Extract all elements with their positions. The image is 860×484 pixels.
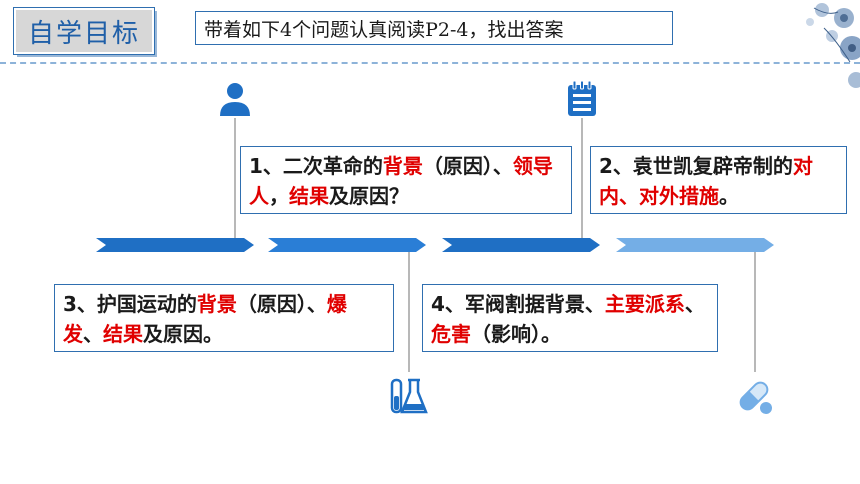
question-text: 、 [684,292,705,316]
question-text: （原因）、 [422,154,513,178]
question-text: 2、袁世凯复辟帝制的 [599,154,793,178]
highlighted-keyword: 爆发 [63,292,347,346]
page-title: 自学目标 [13,7,155,55]
question-text: 、 [83,322,103,346]
question-text: 及原因。 [143,322,223,346]
question-box-2: 2、袁世凯复辟帝制的对内、对外措施。 [590,146,847,214]
question-text: 3、护国运动的 [63,292,197,316]
flask-icon [390,378,428,414]
flower-decoration-icon [806,3,860,88]
timeline-arrow-1 [96,238,254,252]
question-text: ， [269,184,289,208]
highlighted-keyword: 主要派系 [604,292,685,316]
question-text: 。 [719,184,739,208]
highlighted-keyword: 结果 [103,322,143,346]
instruction-text: 带着如下4个问题认真阅读P2-4，找出答案 [195,11,673,45]
timeline-arrow-2 [268,238,426,252]
question-text: 及原因？ [329,184,409,208]
highlighted-keyword: 背景 [196,292,237,316]
notepad-icon [568,80,596,116]
highlighted-keyword: 背景 [382,154,423,178]
question-text: （原因）、 [236,292,327,316]
question-text: 4、军阀割据背景、 [431,292,605,316]
capsule-icon [739,381,772,414]
dashed-divider [0,62,860,64]
highlighted-keyword: 危害 [431,322,471,346]
timeline-arrow-4 [616,238,774,252]
highlighted-keyword: 对内、对外措施 [599,154,813,208]
person-icon [220,83,250,116]
question-text: 1、二次革命的 [249,154,383,178]
question-box-1: 1、二次革命的背景（原因）、领导人，结果及原因？ [240,146,572,214]
highlighted-keyword: 领导人 [249,154,553,208]
question-box-3: 3、护国运动的背景（原因）、爆发、结果及原因。 [54,284,394,352]
question-box-4: 4、军阀割据背景、主要派系、危害（影响）。 [422,284,718,352]
timeline-arrow-3 [442,238,600,252]
question-text: （影响）。 [471,322,561,346]
highlighted-keyword: 结果 [289,184,329,208]
